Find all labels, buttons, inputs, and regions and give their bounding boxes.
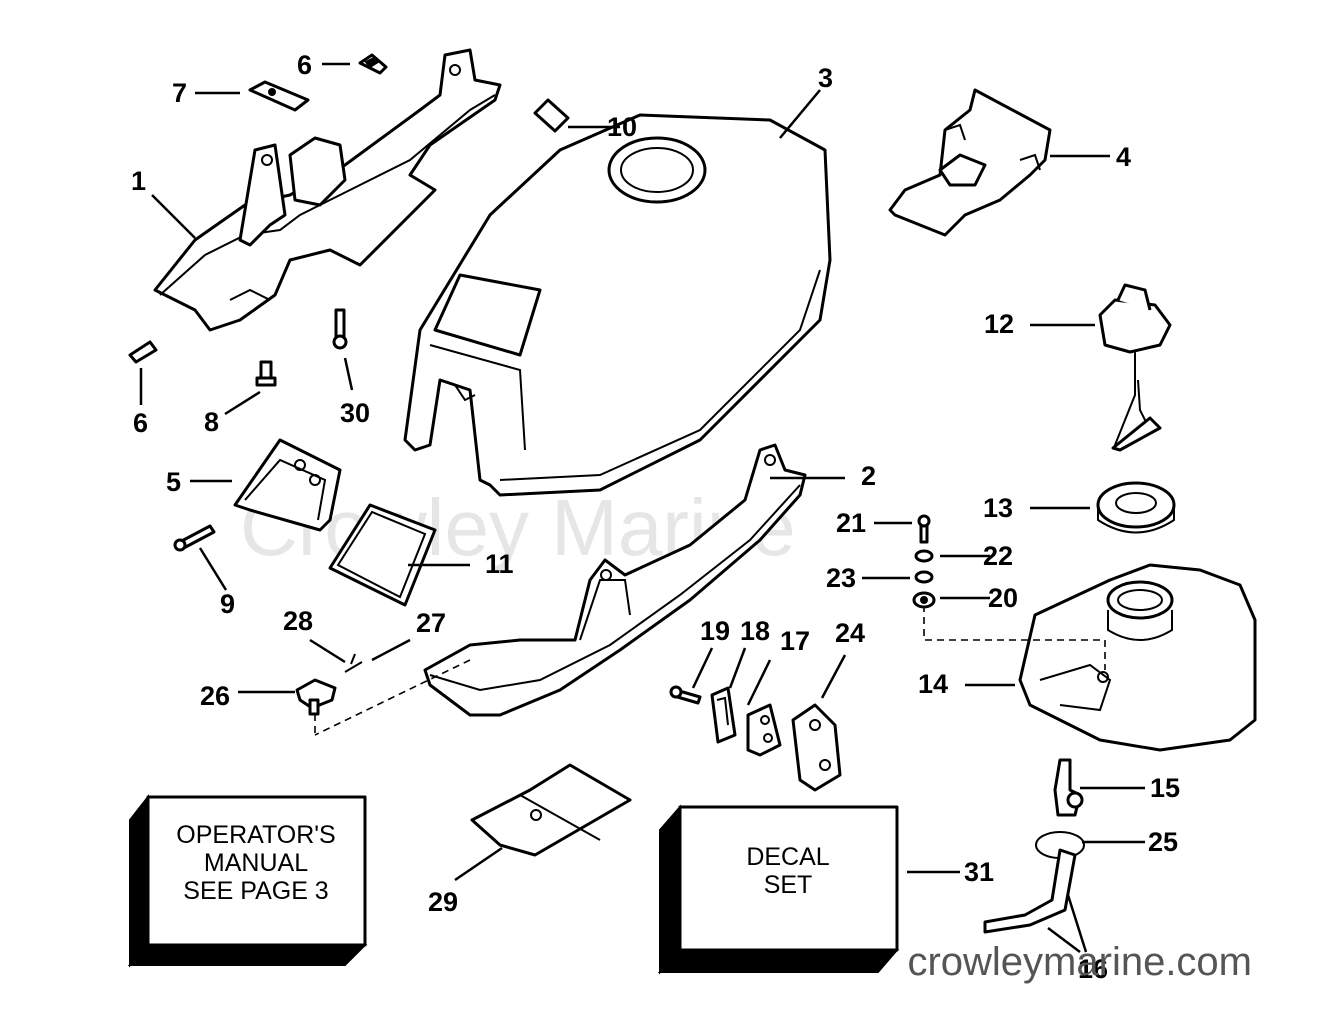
part-10-pin — [533, 98, 570, 133]
part-24-pad — [791, 703, 842, 792]
part-3-motor-cover — [403, 113, 832, 497]
part-27-pin — [344, 661, 363, 673]
part-18-bracket — [710, 686, 737, 744]
decal-set-box: DECAL SET — [657, 804, 900, 975]
callout-15: 15 — [1150, 773, 1180, 803]
part-17-block — [746, 703, 782, 757]
part-14-fuel-tank — [923, 563, 1257, 752]
part-23-washer — [914, 570, 934, 584]
part-22-washer — [914, 549, 934, 563]
part-12-fuel-cap — [1098, 283, 1172, 452]
part-2-front-cover-bracket — [314, 443, 807, 736]
part-7-plate — [248, 80, 310, 112]
callout-6-left: 6 — [133, 408, 148, 438]
callout-5: 5 — [166, 467, 181, 497]
part-16-fuel-hose — [983, 848, 1077, 934]
part-26-fitting — [295, 678, 337, 735]
callout-4: 4 — [1116, 142, 1131, 172]
callout-23: 23 — [826, 563, 856, 593]
callout-22: 22 — [983, 541, 1013, 571]
part-19-screw — [669, 685, 702, 705]
callout-16: 16 — [1078, 954, 1108, 984]
callout-9: 9 — [220, 589, 235, 619]
callout-14: 14 — [918, 669, 948, 699]
part-6-screw-left — [128, 340, 158, 364]
callout-1: 1 — [131, 166, 146, 196]
callout-3: 3 — [818, 63, 833, 93]
callout-7: 7 — [172, 78, 187, 108]
part-15-fuel-valve — [1053, 758, 1084, 817]
callout-20: 20 — [988, 583, 1018, 613]
callout-17: 17 — [780, 626, 810, 656]
callout-13: 13 — [983, 493, 1013, 523]
callout-18: 18 — [740, 616, 770, 646]
part-28-pin — [350, 653, 356, 665]
callout-10: 10 — [607, 112, 637, 142]
callout-25: 25 — [1148, 827, 1178, 857]
callout-21: 21 — [836, 508, 866, 538]
callout-12: 12 — [984, 309, 1014, 339]
callout-8: 8 — [204, 407, 219, 437]
callout-27: 27 — [416, 608, 446, 638]
callout-28: 28 — [283, 606, 313, 636]
manual-line-2: MANUAL — [204, 849, 308, 877]
part-4-bracket-plate — [888, 88, 1052, 237]
callout-19: 19 — [700, 616, 730, 646]
manual-line-3: SEE PAGE 3 — [183, 877, 328, 905]
part-11-gasket — [328, 503, 437, 607]
part-6-screw-top — [358, 53, 388, 75]
callout-24: 24 — [835, 618, 865, 648]
website-url: crowleymarine.com — [907, 940, 1252, 984]
callout-29: 29 — [428, 887, 458, 917]
callout-26: 26 — [200, 681, 230, 711]
callout-31: 31 — [964, 857, 994, 887]
leader-lines — [139, 62, 1145, 953]
callout-2: 2 — [861, 461, 876, 491]
callout-6-top: 6 — [297, 50, 312, 80]
callout-30: 30 — [340, 398, 370, 428]
part-5-bracket — [233, 438, 342, 532]
callout-11: 11 — [485, 549, 514, 579]
decal-line-2: SET — [764, 871, 813, 899]
part-20-nut — [912, 591, 936, 609]
operators-manual-box: OPERATOR'S MANUAL SEE PAGE 3 — [127, 794, 368, 968]
part-29-pouch — [470, 763, 632, 857]
manual-line-1: OPERATOR'S — [176, 821, 335, 849]
part-1-rear-cover-bracket — [153, 48, 502, 332]
callout-numbers: 1 2 3 4 5 6 6 7 8 9 10 11 12 13 14 15 16… — [131, 50, 1180, 984]
part-21-screw — [917, 514, 931, 544]
part-13-seal — [1096, 481, 1176, 534]
decal-line-1: DECAL — [746, 843, 829, 871]
part-8-screw — [255, 360, 277, 387]
part-9-screw — [173, 524, 216, 552]
part-30-screw — [332, 308, 348, 350]
